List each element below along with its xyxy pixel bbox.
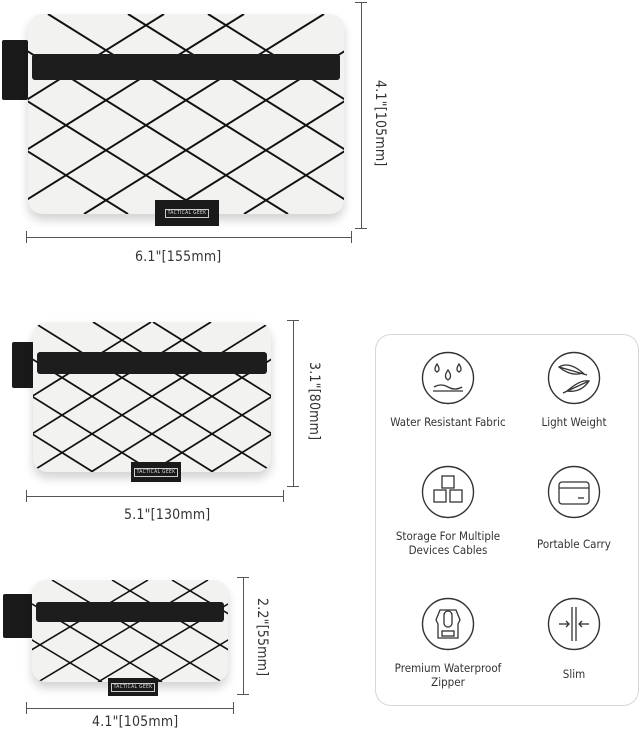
tick <box>351 231 352 243</box>
feature-light-weight: Light Weight <box>514 351 634 429</box>
medium-pouch-image <box>33 322 271 472</box>
width-label: 6.1"[155mm] <box>135 249 222 265</box>
feature-label: Slim <box>562 667 586 681</box>
features-panel: Water Resistant Fabric Light Weight Stor… <box>375 334 639 706</box>
height-dimension-line <box>243 577 244 694</box>
tick <box>26 490 27 502</box>
height-dimension-line <box>361 2 362 228</box>
tick <box>287 320 299 321</box>
brand-label: TACTICAL GEEK <box>155 200 219 226</box>
tick <box>237 577 249 578</box>
zipper-icon <box>421 597 475 651</box>
width-dimension-line <box>26 496 284 497</box>
pull-tab <box>12 342 34 388</box>
diamond-pattern <box>28 14 344 214</box>
small-pouch-image <box>32 580 228 682</box>
feature-label: Premium Waterproof Zipper <box>394 661 502 689</box>
width-dimension-line <box>26 708 234 709</box>
feather-icon <box>547 351 601 405</box>
water-drops-icon <box>421 351 475 405</box>
feature-storage: Storage For Multiple Devices Cables <box>388 465 508 557</box>
tick <box>355 2 367 3</box>
zipper <box>37 352 267 374</box>
feature-water-resistant: Water Resistant Fabric <box>388 351 508 429</box>
large-pouch-image <box>28 14 344 214</box>
brand-label: TACTICAL GEEK <box>108 678 158 696</box>
height-label: 2.2"[55mm] <box>254 598 270 677</box>
diamond-pattern <box>32 580 228 682</box>
feature-label: Light Weight <box>541 415 607 429</box>
feature-slim: Slim <box>514 597 634 681</box>
pull-tab <box>3 594 33 638</box>
brand-label: TACTICAL GEEK <box>131 462 181 482</box>
boxes-icon <box>421 465 475 519</box>
slim-arrows-icon <box>547 597 601 651</box>
tick <box>287 486 299 487</box>
feature-waterproof-zipper: Premium Waterproof Zipper <box>388 597 508 689</box>
diamond-pattern <box>33 322 271 472</box>
feature-portable-carry: Portable Carry <box>514 465 634 551</box>
width-label: 4.1"[105mm] <box>92 714 179 730</box>
zipper <box>32 54 340 80</box>
width-label: 5.1"[130mm] <box>124 507 211 523</box>
feature-label: Storage For Multiple Devices Cables <box>395 529 501 557</box>
height-label: 3.1"[80mm] <box>306 362 322 441</box>
width-dimension-line <box>26 237 352 238</box>
tick <box>233 702 234 714</box>
tick <box>26 231 27 243</box>
feature-label: Water Resistant Fabric <box>390 415 506 429</box>
tick <box>355 228 367 229</box>
tick <box>283 490 284 502</box>
wallet-icon <box>547 465 601 519</box>
height-dimension-line <box>293 320 294 486</box>
height-label: 4.1"[105mm] <box>372 80 388 167</box>
pull-tab <box>2 40 28 100</box>
zipper <box>36 602 224 622</box>
feature-label: Portable Carry <box>537 537 611 551</box>
tick <box>237 694 249 695</box>
tick <box>26 702 27 714</box>
